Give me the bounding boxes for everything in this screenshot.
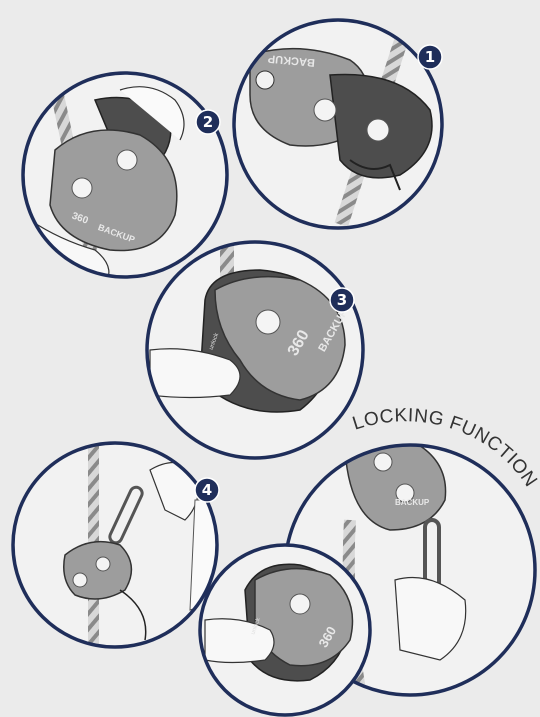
- device-hole: [256, 71, 274, 89]
- step-4-panel: 4: [13, 440, 220, 650]
- device-pin: [72, 178, 92, 198]
- device-brand-text: BACKUP: [395, 498, 430, 507]
- step-3-panel: 360 BACKUP unlock 3: [147, 240, 363, 458]
- step-1-panel: BACKUP 1: [234, 20, 442, 228]
- device-pin: [290, 594, 310, 614]
- step-1-number: 1: [425, 48, 435, 66]
- step-3-badge: 3: [330, 288, 354, 312]
- step-1-badge: 1: [418, 45, 442, 69]
- step-4-number: 4: [202, 481, 212, 499]
- step-4-badge: 4: [195, 478, 219, 502]
- step-3-number: 3: [337, 291, 347, 309]
- device-pin: [374, 453, 392, 471]
- step-2-badge: 2: [196, 110, 220, 134]
- device-pin: [367, 119, 389, 141]
- device-pin: [117, 150, 137, 170]
- step-2-number: 2: [203, 113, 213, 131]
- unlock-detail-panel: 360 unlock: [200, 545, 370, 715]
- device-pin: [73, 573, 87, 587]
- device-pin: [256, 310, 280, 334]
- device-pin: [96, 557, 110, 571]
- step-2-panel: 360 BACKUP 2: [23, 71, 227, 290]
- device-pin: [314, 99, 336, 121]
